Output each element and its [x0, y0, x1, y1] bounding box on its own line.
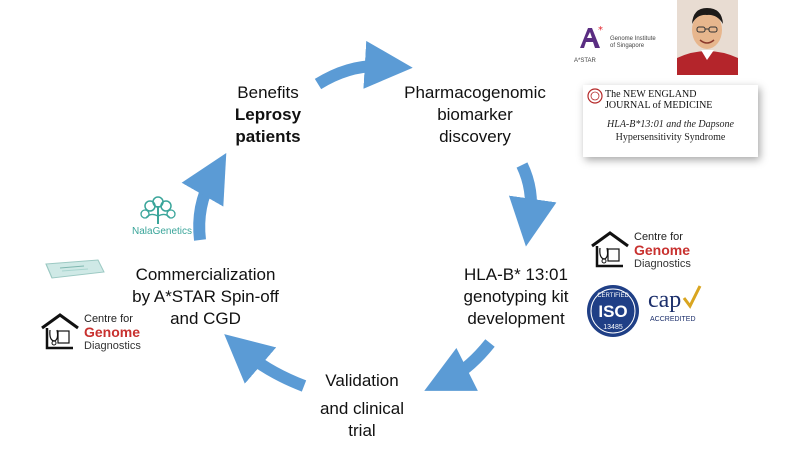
iso-certified-text: CERTIFIED	[597, 293, 629, 299]
stage-discovery: Pharmacogenomic biomarker discovery	[400, 82, 550, 148]
nala-tree-icon	[140, 196, 176, 224]
cap-check-icon	[682, 285, 702, 309]
benefits-patients: patients	[235, 127, 301, 146]
genotyping-line3: development	[467, 309, 565, 328]
validation-line2: and clinical	[319, 399, 405, 418]
genotyping-line1: HLA-B* 13:01	[464, 265, 568, 284]
cgd-logo-right: Centre for Genome Diagnostics	[590, 230, 691, 270]
nejm-seal-icon	[587, 88, 603, 104]
benefits-leprosy: Leprosy	[234, 105, 302, 124]
stage-genotyping: HLA-B* 13:01 genotyping kit development	[446, 264, 586, 330]
nejm-article-title: HLA-B*13:01 and the Dapsone Hypersensiti…	[583, 118, 758, 144]
cap-mark-text: cap	[648, 287, 682, 313]
gis-line1: Genome Institute	[610, 36, 656, 42]
benefits-label: Benefits	[237, 83, 299, 102]
cgd-right-line3: Diagnostics	[634, 257, 691, 270]
arrow-genotyping-to-validation	[424, 339, 495, 391]
arrow-validation-to-commercialization	[224, 334, 307, 392]
genotyping-line2: genotyping kit	[463, 287, 569, 306]
genotyping-kit-image	[45, 259, 105, 279]
cgd-logo-left: Centre for Genome Diagnostics	[40, 312, 141, 352]
researcher-portrait	[677, 0, 738, 75]
cgd-left-line1: Centre for	[84, 312, 133, 325]
arrow-discovery-to-genotyping	[508, 162, 557, 247]
commercialization-line2: by A*STAR Spin-off	[132, 287, 279, 306]
cap-accredited-text: ACCREDITED	[650, 316, 696, 323]
arrow-commercialization-to-benefits	[181, 152, 227, 241]
nalagenetics-logo: NalaGenetics	[128, 192, 200, 240]
cgd-house-icon	[591, 231, 629, 268]
article-line2: Hypersensitivity Syndrome	[615, 132, 726, 143]
nejm-article-card: The NEW ENGLAND JOURNAL of MEDICINE HLA-…	[583, 85, 758, 157]
commercialization-line1: Commercialization	[135, 265, 276, 284]
arrow-benefits-to-discovery	[314, 40, 413, 90]
discovery-line2: biomarker	[437, 105, 513, 124]
cap-accredited-logo: cap ACCREDITED	[646, 284, 706, 332]
discovery-line3: discovery	[439, 127, 511, 146]
nejm-line2: JOURNAL of MEDICINE	[605, 100, 713, 111]
iso-13485-badge: CERTIFIED ISO 13485	[587, 285, 639, 337]
gis-name: Genome Institute of Singapore	[610, 36, 656, 50]
nala-name-text: NalaGenetics	[132, 226, 193, 237]
cgd-right-line2: Genome	[634, 241, 691, 258]
discovery-line1: Pharmacogenomic	[404, 83, 546, 102]
nejm-masthead: The NEW ENGLAND JOURNAL of MEDICINE	[605, 89, 712, 111]
cgd-right-line1: Centre for	[634, 230, 683, 243]
astar-mark-text: A*STAR	[574, 58, 596, 64]
stage-benefits: Benefits Leprosy patients	[218, 82, 318, 148]
stage-validation: Validation and clinical trial	[302, 370, 422, 442]
commercialization-line3: and CGD	[170, 309, 241, 328]
iso-number-text: 13485	[603, 324, 623, 331]
validation-line1: Validation	[325, 371, 399, 390]
svg-text:*: *	[598, 25, 603, 36]
stage-commercialization: Commercialization by A*STAR Spin-off and…	[118, 264, 293, 330]
gis-line2: of Singapore	[610, 43, 645, 49]
astar-a-icon: *	[576, 24, 606, 50]
article-line1: HLA-B*13:01 and the Dapsone	[607, 119, 734, 130]
validation-line3: trial	[348, 421, 376, 440]
iso-text: ISO	[598, 302, 627, 321]
cgd-house-icon	[41, 313, 79, 350]
nejm-line1: The NEW ENGLAND	[605, 89, 697, 100]
cgd-left-line2: Genome	[84, 323, 141, 340]
astar-gis-logo: * A*STAR Genome Institute of Singapore	[574, 22, 674, 66]
cgd-left-line3: Diagnostics	[84, 339, 141, 352]
